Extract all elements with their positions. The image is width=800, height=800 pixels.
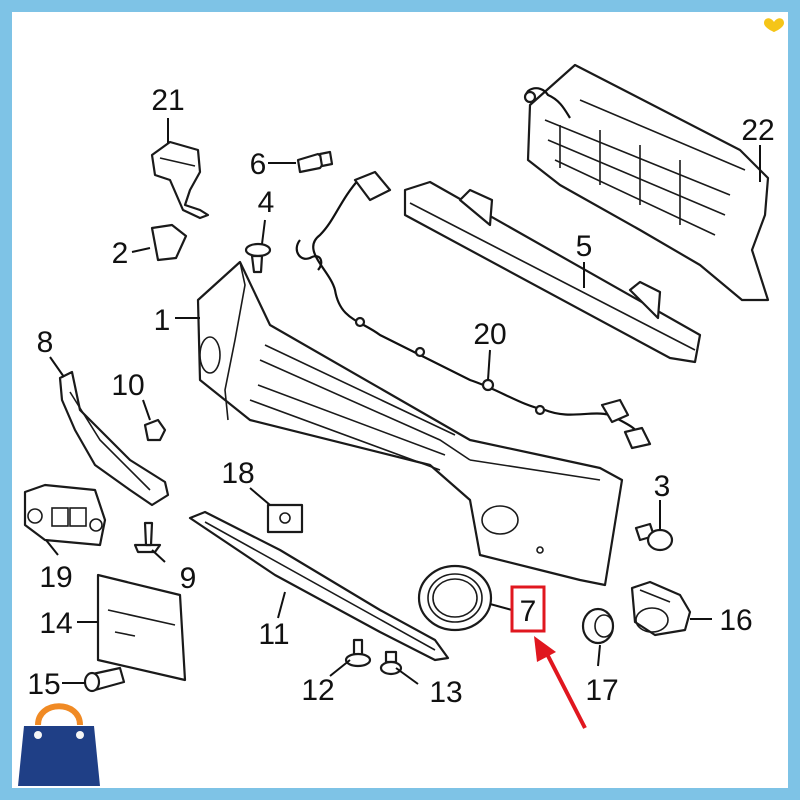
callout-21: 21 [151,84,184,117]
callout-1: 1 [154,304,171,337]
part-14-license-plate [96,573,187,682]
bag-rivet-left [34,731,42,739]
part-4-screw [244,242,272,274]
part-6-bolt [296,150,334,174]
callout-11: 11 [258,618,289,651]
part-7-fog-lamp-bezel [417,564,493,632]
callout-6: 6 [250,148,267,181]
callout-2: 2 [112,237,129,270]
shopping-bag-icon [18,726,100,786]
highlight-arrow-head [534,636,556,662]
highlight-callout-7 [510,585,587,729]
callout-5: 5 [576,230,593,263]
part-12-screw [344,638,372,668]
bag-handle-icon [35,703,83,726]
part-10-push-clip [143,418,167,442]
callout-10: 10 [111,369,144,402]
part-21-sensor-housing [150,140,210,220]
callout-14: 14 [39,607,72,640]
callout-20: 20 [473,318,506,351]
heart-icon [764,18,784,32]
part-19-switch-pack [23,483,107,547]
highlight-arrow-shaft [543,649,587,729]
part-5-bumper-beam [403,180,702,364]
callout-16: 16 [719,604,752,637]
callout-12: 12 [301,674,334,707]
callout-labels: 21 6 4 22 5 2 1 8 10 20 18 3 7 16 17 9 1… [27,84,774,709]
bag-rivet-right [76,731,84,739]
callout-4: 4 [258,186,275,219]
callout-13: 13 [429,676,462,709]
part-15-bolt [83,666,126,693]
part-8-side-trim [58,370,170,507]
callout-3: 3 [654,470,671,503]
callout-9: 9 [180,562,197,595]
part-2-clip [150,223,188,262]
part-16-parking-sensor [630,580,692,637]
callout-18: 18 [221,457,254,490]
part-18-bracket [266,503,304,534]
callout-15: 15 [27,668,60,701]
part-17-sensor-grommet [581,607,615,645]
callout-19: 19 [39,561,72,594]
part-1-bumper-cover [196,260,624,587]
highlight-box [510,585,546,633]
part-9-pin [133,521,162,554]
part-3-screw [634,522,674,552]
shop-bag-logo [18,703,100,786]
callout-7: 7 [520,595,537,628]
part-13-nut [379,650,403,676]
callout-22: 22 [741,114,774,147]
callout-8: 8 [37,326,54,359]
leader-lines [45,118,761,685]
part-22-radiator-support [523,63,770,302]
part-20-wiring-harness [295,170,652,450]
callout-17: 17 [585,674,618,707]
part-11-lower-trim [188,510,450,662]
